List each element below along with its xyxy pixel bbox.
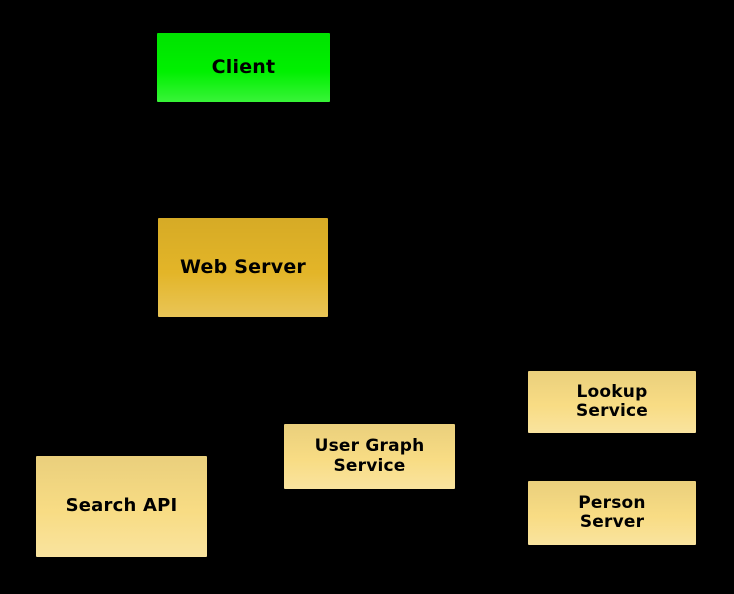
diagram-node-web-server[interactable]: Web Server	[158, 218, 328, 317]
diagram-node-person-server[interactable]: Person Server	[528, 481, 696, 545]
diagram-node-client-label: Client	[211, 55, 276, 78]
diagram-node-search-api-label: Search API	[65, 495, 178, 517]
diagram-node-lookup-service-label: Lookup Service	[575, 381, 649, 421]
diagram-node-lookup-service[interactable]: Lookup Service	[528, 371, 696, 433]
diagram-node-user-graph-service-label: User Graph Service	[314, 436, 425, 476]
diagram-node-person-server-label: Person Server	[578, 492, 646, 532]
diagram-node-user-graph-service[interactable]: User Graph Service	[284, 424, 455, 489]
diagram-node-search-api[interactable]: Search API	[36, 456, 207, 557]
diagram-node-client[interactable]: Client	[157, 33, 330, 102]
diagram-node-web-server-label: Web Server	[180, 255, 306, 278]
